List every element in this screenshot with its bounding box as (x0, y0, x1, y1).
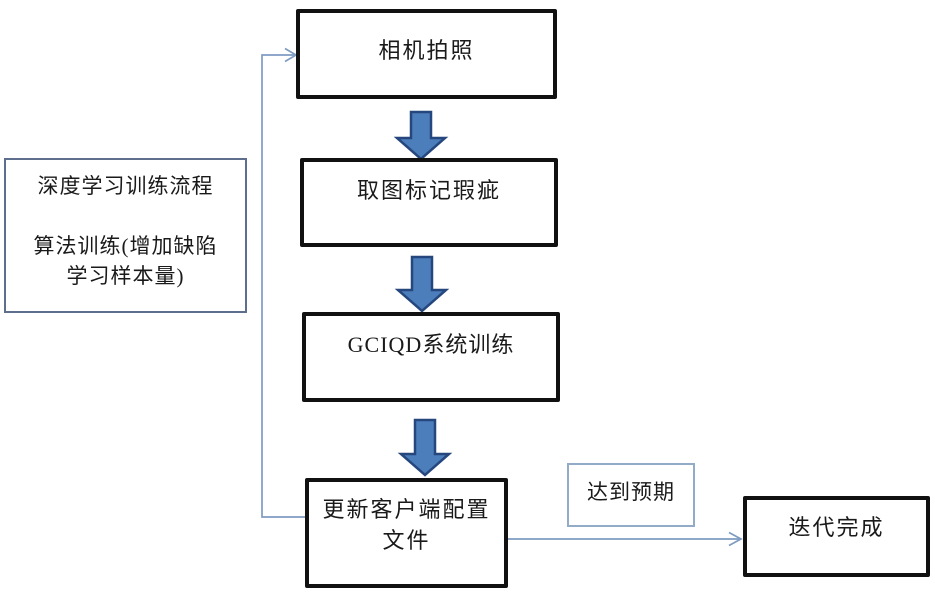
side-note-line2: 算法训练(增加缺陷 (33, 234, 218, 258)
node-iteration-done: 迭代完成 (743, 496, 930, 577)
node-update-config-line1: 更新客户端配置 (322, 497, 491, 522)
right-arrowhead-icon (728, 531, 743, 547)
node-camera: 相机拍照 (296, 9, 557, 99)
right-arrow-to-done (508, 531, 743, 547)
side-note-line3: 学习样本量) (66, 264, 185, 288)
down-block-arrow-1 (393, 110, 449, 161)
side-note-box: 深度学习训练流程 算法训练(增加缺陷 学习样本量) (4, 158, 247, 313)
edge-label-expectation: 达到预期 (567, 463, 695, 527)
feedback-loop-arrow (261, 47, 305, 518)
down-block-arrow-3 (397, 418, 453, 477)
down-block-arrow-2 (394, 255, 450, 313)
feedback-arrowhead-icon (284, 47, 298, 63)
node-update-config: 更新客户端配置 文件 (305, 478, 508, 588)
side-note-spacer (6, 201, 245, 231)
node-mark-defects: 取图标记瑕疵 (300, 158, 558, 247)
node-gciqd-training: GCIQD系统训练 (302, 312, 560, 402)
side-note-line1: 深度学习训练流程 (37, 174, 214, 198)
node-update-config-line2: 文件 (382, 528, 431, 553)
